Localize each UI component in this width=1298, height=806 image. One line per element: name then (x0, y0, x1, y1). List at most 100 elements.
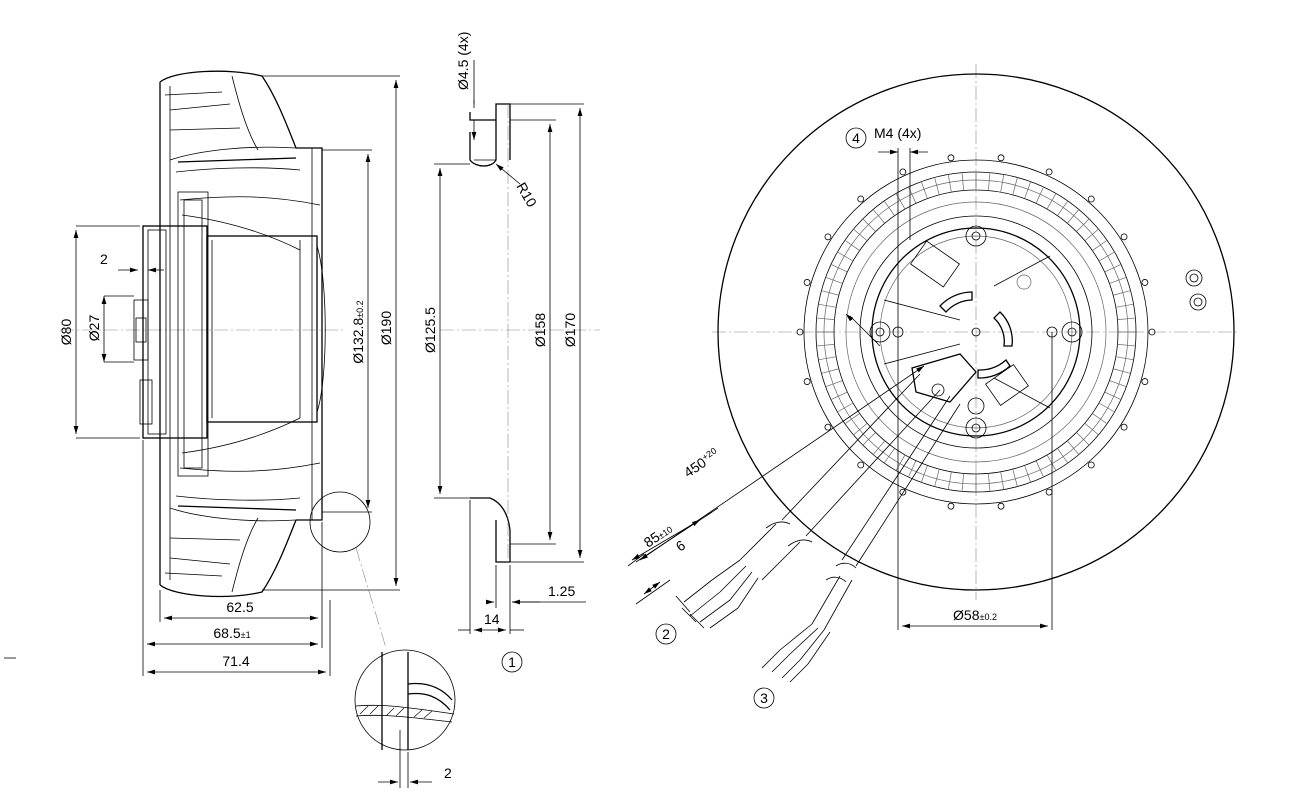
dim-d58: Ø58±0.2 (953, 607, 997, 623)
ring-tick (1057, 448, 1069, 464)
balance-clip (857, 195, 865, 203)
dim-d80: Ø80 (58, 319, 74, 346)
balance-clip (1087, 195, 1095, 203)
ring-tick (1117, 344, 1136, 347)
ring-tick (1109, 276, 1127, 284)
ring-tick (1117, 317, 1136, 320)
ring-tick (816, 317, 835, 320)
detail-dim-2: 2 (444, 765, 452, 781)
balance-clip (796, 328, 804, 336)
balance-clip (947, 502, 955, 510)
dim-d158: Ø158 (532, 313, 548, 347)
ring-tick (988, 172, 991, 191)
balance-clip (1148, 328, 1156, 336)
ring-tick (1098, 402, 1115, 413)
ring-tick (818, 303, 837, 308)
ring-tick (830, 264, 848, 273)
dim-d27: Ø27 (86, 315, 102, 342)
ring-tick (1035, 460, 1044, 478)
ring-tick (853, 228, 868, 241)
ring-tick (1024, 181, 1032, 199)
ring-tick (1000, 471, 1005, 490)
ring-tick (837, 402, 854, 413)
balance-clip (1141, 279, 1149, 286)
ring-tick (1076, 218, 1090, 232)
ring-tick (1113, 290, 1131, 296)
dim-68-5: 68.5±1 (213, 625, 250, 641)
ring-tick (1104, 264, 1122, 273)
ring-tick (1067, 209, 1080, 224)
dim-d125-5: Ø125.5 (422, 307, 438, 353)
ring-tick (825, 276, 843, 284)
ring-tick (920, 181, 928, 199)
ring-tick (1046, 193, 1057, 210)
ring-tick (1012, 177, 1018, 195)
ring-tick (821, 290, 839, 296)
ring-tick (1035, 186, 1044, 204)
dim-d190: Ø190 (378, 311, 394, 345)
balance-clip (1045, 488, 1053, 496)
ring-tick (837, 251, 854, 262)
ring-tick (844, 239, 860, 251)
balance-clip (803, 279, 811, 286)
ring-tick (947, 471, 952, 490)
ring-tick (1092, 239, 1108, 251)
dim-cable-450: 450+20 (681, 446, 722, 481)
ring-tick (816, 344, 835, 347)
ring-tick (1057, 200, 1069, 216)
ring-tick (1113, 368, 1131, 374)
ring-tick (1109, 380, 1127, 388)
ring-tick (1084, 423, 1099, 436)
balance-clip (1141, 378, 1149, 385)
balance-clip (857, 461, 865, 469)
balance-clip (803, 378, 811, 385)
balance-clip (824, 423, 832, 431)
ring-tick (872, 209, 885, 224)
ring-tick (1067, 440, 1080, 455)
ring-tick (1000, 174, 1005, 193)
callout-1: 1 (508, 654, 516, 670)
section-view: Ø4.5 (4x) R10 Ø125.5 Ø158 Ø170 1.25 14 (422, 32, 600, 673)
callout-3: 3 (760, 690, 768, 706)
ring-tick (1076, 432, 1090, 446)
ring-tick (988, 473, 991, 492)
ring-tick (1098, 251, 1115, 262)
ring-tick (862, 432, 876, 446)
balance-clip (997, 502, 1005, 510)
dim-strip-85: 85±10 (641, 520, 675, 550)
ring-tick (934, 177, 940, 195)
ring-tick (883, 448, 895, 464)
callout-4: 4 (852, 130, 860, 146)
side-view-dimensions: Ø80 Ø27 2 Ø132.8±0.2 Ø190 62.5 68.5±1 71… (58, 75, 400, 676)
ring-tick (1024, 465, 1032, 483)
dim-width-2: 2 (100, 251, 108, 267)
ring-tick (1104, 391, 1122, 400)
balance-clip (1045, 168, 1053, 176)
dim-14: 14 (484, 611, 500, 627)
ring-tick (1115, 303, 1134, 308)
ring-tick (947, 174, 952, 193)
ring-tick (883, 200, 895, 216)
balance-clip (997, 154, 1005, 162)
ring-tick (895, 454, 906, 471)
dim-d4-5: Ø4.5 (4x) (455, 32, 471, 90)
balance-clip (899, 168, 907, 176)
dim-62-5: 62.5 (226, 599, 253, 615)
balance-clip (824, 233, 832, 241)
ring-tick (1046, 454, 1057, 471)
balance-clip (1087, 461, 1095, 469)
ring-tick (821, 368, 839, 374)
dim-r10: R10 (513, 180, 540, 210)
dim-d170: Ø170 (562, 313, 578, 347)
ring-tick (1084, 228, 1099, 241)
balance-clip (1120, 423, 1128, 431)
label-m4: M4 (4x) (874, 125, 921, 141)
dim-d132-8: Ø132.8±0.2 (350, 300, 366, 363)
ring-tick (1115, 356, 1134, 361)
ring-tick (934, 469, 940, 487)
ring-tick (818, 356, 837, 361)
front-view (675, 64, 1240, 683)
detail-view: 2 (354, 649, 456, 788)
ring-tick (895, 193, 906, 210)
dim-71-4: 71.4 (222, 653, 249, 669)
